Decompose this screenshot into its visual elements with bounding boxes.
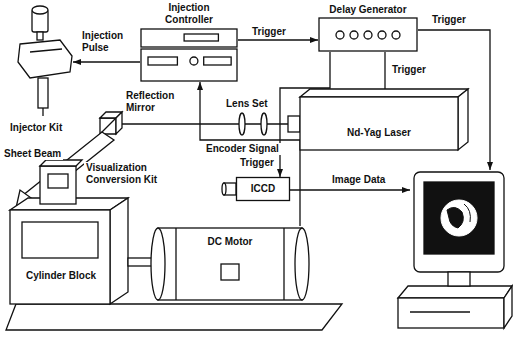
lens-set-part [261, 113, 267, 135]
reflection-mirror [100, 112, 122, 134]
computer-part [504, 286, 512, 328]
label-holder: Sheet Beam [2, 148, 63, 160]
screen-globe [441, 200, 477, 236]
laser-box-outline [300, 97, 458, 150]
label-holder: Trigger [430, 14, 468, 26]
reflection-mirror-part [116, 112, 122, 134]
laser-box-drawing [300, 89, 468, 150]
node-label: Nd-Yag Laser [300, 127, 458, 139]
signal-label: Trigger [238, 157, 276, 169]
part-label: Visualization Conversion Kit [84, 162, 162, 186]
lens-set [239, 113, 267, 135]
label-holder: Injection Pulse [80, 30, 136, 54]
injector-kit-part [42, 108, 43, 116]
motor-body-drawing [151, 228, 309, 300]
cylinder-block-part [22, 222, 98, 258]
image-data-wire [290, 189, 410, 190]
part-label: Lens Set [224, 98, 270, 110]
part-label: Reflection Mirror [124, 90, 186, 114]
edge-label-holder: Encoder Signal [204, 143, 281, 155]
computer-part [398, 298, 504, 328]
label-holder: Image Data [330, 174, 387, 186]
node-label: Delay Generator [318, 4, 418, 16]
wire-label: Trigger [430, 14, 468, 26]
cylinder-block [10, 198, 128, 304]
edge-label-holder: Trigger [250, 26, 288, 38]
signal-connector [200, 82, 300, 226]
motor-shaft [128, 258, 152, 266]
visualization-conversion-kit-part [40, 166, 76, 204]
signal-label: Trigger [250, 26, 288, 38]
node-label: Injection Controller [154, 2, 224, 26]
injection-controller-drawing [141, 29, 237, 81]
computer-part [414, 172, 504, 272]
injector-kit-part [30, 49, 62, 52]
signal-label: Trigger [390, 64, 428, 76]
lens-set-part [239, 113, 245, 135]
motor-body: DC Motor [150, 226, 310, 302]
injection-controller: Injection Controller [140, 2, 238, 82]
injector-kit [18, 6, 72, 116]
delay-generator-drawing [319, 18, 417, 51]
computer-part [448, 272, 470, 286]
label-holder: Visualization Conversion Kit [84, 162, 162, 186]
screen-globe-part [464, 204, 470, 222]
part-label: Injector Kit [8, 122, 64, 134]
camera-box-drawing [237, 178, 290, 201]
injector-kit-part [32, 6, 48, 14]
computer-part [424, 182, 494, 254]
laser-output-lens-part [288, 116, 300, 132]
wire-label: Injection Pulse [80, 30, 136, 54]
part-label: Cylinder Block [24, 270, 98, 282]
label-holder: Cylinder Block [24, 270, 98, 282]
injector-kit-part [18, 40, 72, 78]
cylinder-block-part [110, 198, 128, 304]
signal-connector [238, 39, 318, 40]
label-holder: Reflection Mirror [124, 90, 186, 114]
edge-label-holder: Trigger [390, 64, 428, 76]
label-holder: Lens Set [224, 98, 270, 110]
visualization-conversion-kit [40, 160, 82, 204]
injection-pulse-wire-part [73, 61, 140, 62]
injection-pulse-wire [73, 61, 140, 62]
wire-label: Image Data [330, 174, 387, 186]
visualization-conversion-kit-part [40, 160, 82, 166]
computer-part [398, 286, 512, 298]
camera-lens [222, 183, 236, 195]
cylinder-block-part [10, 210, 110, 304]
motor-shaft-part [128, 258, 152, 266]
screen-globe-part [447, 207, 463, 228]
signal-label: Encoder Signal [204, 143, 281, 155]
computer [398, 172, 512, 328]
injector-kit-part [38, 78, 48, 108]
computer-part [410, 311, 470, 312]
screen-globe-part [441, 200, 477, 236]
laser-output-lens [288, 116, 300, 132]
visualization-conversion-kit-part [48, 174, 68, 188]
laser-box: Nd-Yag Laser [300, 97, 458, 150]
node-label: ICCD [236, 183, 290, 195]
edge-label-holder: Trigger [238, 157, 276, 169]
node-label: DC Motor [150, 236, 310, 248]
camera-box: ICCD [236, 177, 290, 201]
base-plate [6, 304, 342, 330]
label-holder: Injector Kit [8, 122, 64, 134]
image-data-wire-part [290, 189, 410, 190]
injector-kit-part [37, 32, 43, 40]
part-label: Sheet Beam [2, 148, 63, 160]
delay-generator: Delay Generator [318, 4, 418, 52]
camera-lens-part [222, 183, 226, 195]
base-plate-part [6, 304, 342, 330]
